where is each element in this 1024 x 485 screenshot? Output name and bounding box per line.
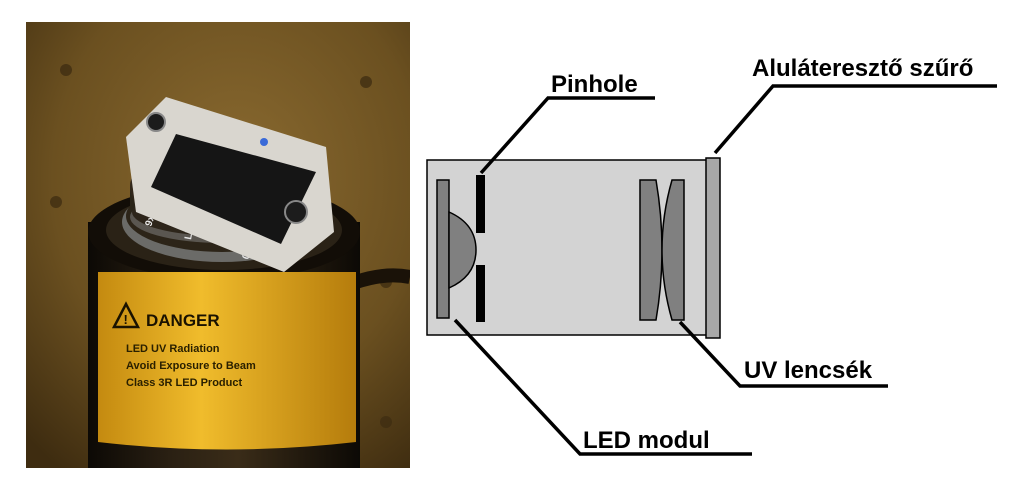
led-module-photo: 9x28g LED Kb 0S1 ! DANGER LED UV Radiati… — [26, 22, 410, 468]
pinhole-plate-lower — [476, 265, 485, 322]
warning-line-1: LED UV Radiation — [126, 343, 220, 355]
uv-lens-2 — [661, 179, 685, 321]
uv-lens-1 — [639, 179, 663, 321]
photo-illustration: 9x28g LED Kb 0S1 ! DANGER LED UV Radiati… — [26, 22, 410, 468]
led-module-plate — [436, 179, 450, 319]
danger-title: DANGER — [146, 311, 220, 330]
svg-text:!: ! — [124, 312, 128, 327]
pinhole-plate-upper — [476, 175, 485, 233]
led-module-leader — [453, 318, 752, 456]
led-dome — [448, 210, 477, 290]
label-lowpass-filter: Aluláteresztő szűrő — [752, 55, 973, 82]
led-indicator — [260, 138, 268, 146]
pinhole-plate — [151, 134, 316, 244]
label-pinhole: Pinhole — [551, 71, 638, 98]
warning-triangle-icon — [111, 301, 141, 329]
screw-1 — [146, 112, 166, 132]
warning-line-3: Class 3R LED Product — [126, 377, 242, 389]
lenses-leader — [678, 320, 888, 388]
pinhole-leader — [479, 96, 655, 175]
screw-2 — [284, 200, 308, 224]
label-uv-lenses: UV lencsék — [744, 357, 873, 384]
label-led-module: LED modul — [583, 427, 710, 454]
filter-leader — [713, 84, 997, 155]
warning-line-2: Avoid Exposure to Beam — [126, 360, 256, 372]
lowpass-filter — [705, 157, 721, 339]
danger-label — [98, 272, 356, 450]
